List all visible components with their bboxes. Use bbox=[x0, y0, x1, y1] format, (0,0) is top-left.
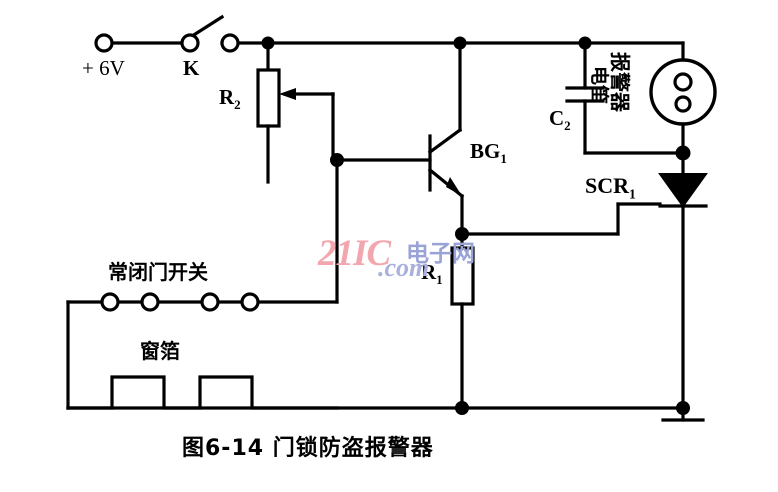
alarm-device-label: 报警器 bbox=[608, 52, 632, 112]
junction-c2-rail bbox=[578, 36, 592, 50]
resistor-r1-label-sub: 1 bbox=[436, 272, 443, 288]
door-switch-contact-1 bbox=[100, 292, 120, 312]
capacitor-c2-label: C2 bbox=[549, 106, 571, 134]
resistor-r1-body bbox=[450, 246, 475, 306]
resistor-r2-label: R2 bbox=[219, 85, 241, 113]
resistor-r2-label-main: R bbox=[219, 85, 235, 109]
capacitor-c2-label-main: C bbox=[549, 106, 565, 130]
resistor-r1-label: R1 bbox=[421, 260, 443, 288]
junction-ground-rail bbox=[676, 401, 690, 415]
switch-k-label: K bbox=[183, 56, 200, 80]
transistor-bg1-label: BG1 bbox=[470, 139, 507, 167]
transistor-bg1-label-main: BG bbox=[470, 139, 501, 163]
junction-collector-rail bbox=[453, 36, 467, 50]
switch-k-contact-right bbox=[220, 33, 240, 53]
electric-whistle-label: 电笛 bbox=[588, 66, 610, 105]
r2-wiper-arrowhead bbox=[279, 88, 296, 100]
door-switch-contact-3 bbox=[200, 292, 220, 312]
window-foil-label: 窗箔 bbox=[140, 339, 180, 363]
switch-k-blade bbox=[186, 14, 225, 41]
resistor-r1-label-main: R bbox=[421, 260, 437, 284]
junction-r2-top bbox=[261, 36, 275, 50]
supply-label: + 6V bbox=[82, 56, 125, 80]
window-foil-waveform bbox=[66, 375, 339, 410]
junction-emitter-gate bbox=[455, 227, 469, 241]
scr-triangle bbox=[658, 173, 708, 208]
capacitor-c2-label-sub: 2 bbox=[564, 118, 571, 134]
figure-caption: 图6-14 门锁防盗报警器 bbox=[182, 436, 434, 461]
switch-k-contact-left bbox=[180, 33, 200, 53]
thyristor-scr1-label-sub: 1 bbox=[629, 186, 636, 202]
transistor-collector-lead bbox=[427, 127, 463, 155]
supply-terminal-dot bbox=[94, 33, 114, 53]
resistor-r2-body bbox=[256, 68, 281, 128]
door-switch-contact-4 bbox=[240, 292, 260, 312]
junction-base-node bbox=[330, 153, 344, 167]
transistor-emitter-arrow bbox=[446, 177, 462, 196]
junction-bell-scr bbox=[675, 145, 691, 161]
resistor-r2-label-sub: 2 bbox=[234, 97, 241, 113]
thyristor-scr1-label: SCR1 bbox=[585, 175, 636, 201]
bell-contact-lower bbox=[674, 95, 692, 113]
door-switch-label: 常闭门开关 bbox=[108, 260, 208, 284]
door-switch-contact-2 bbox=[140, 292, 160, 312]
transistor-bg1-label-sub: 1 bbox=[500, 151, 507, 167]
thyristor-scr1-label-main: SCR bbox=[585, 173, 630, 198]
bell-body bbox=[649, 58, 717, 126]
junction-r1-bottom-rail bbox=[455, 401, 469, 415]
bell-contact-upper bbox=[673, 72, 693, 92]
